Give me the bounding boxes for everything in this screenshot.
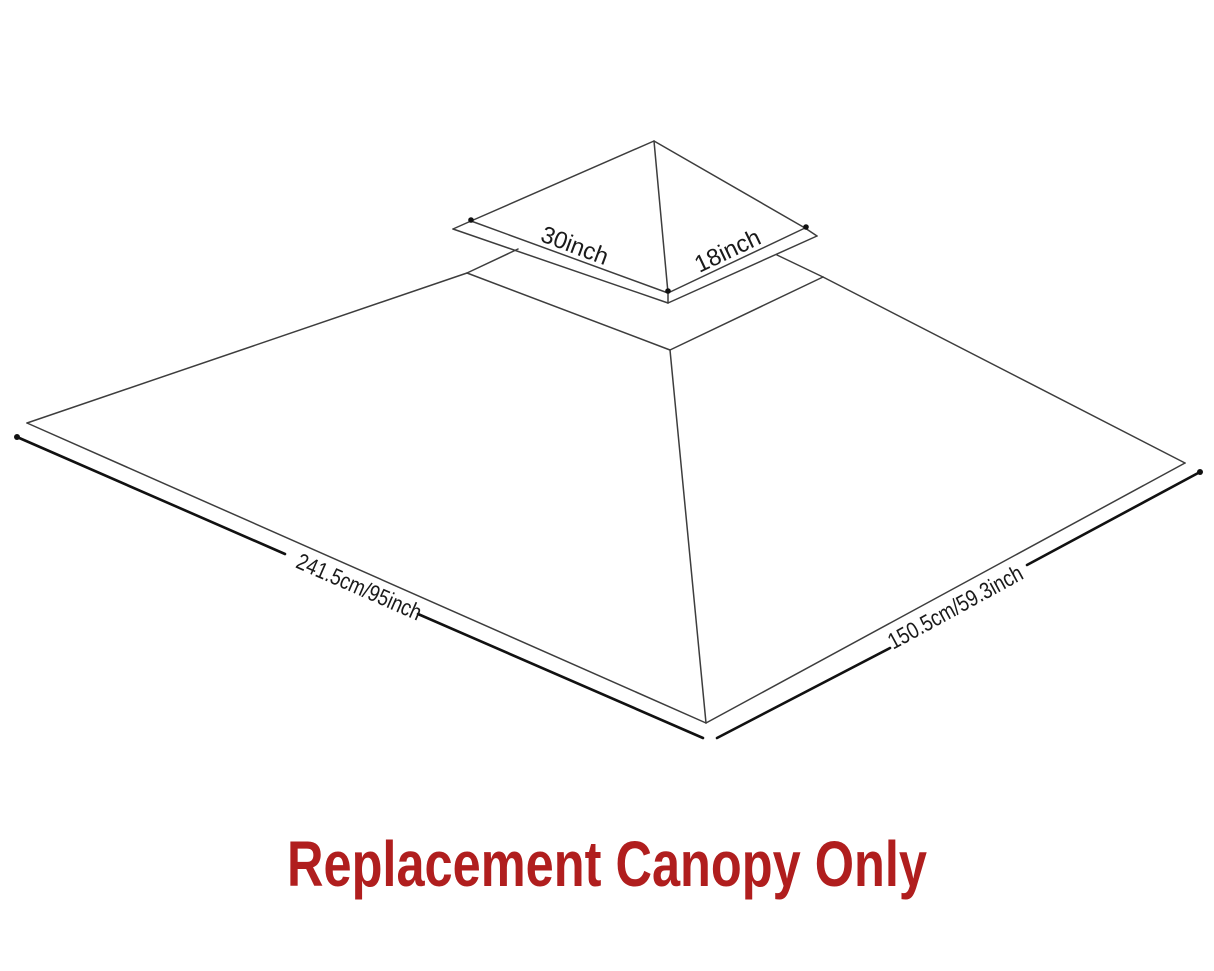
lower-canopy-short-edge-label: 150.5cm/59.3inch (883, 560, 1027, 655)
dimension-end-dot (14, 434, 20, 440)
measure-dot (468, 217, 474, 223)
caption-replacement-canopy-only: Replacement Canopy Only (287, 828, 927, 900)
lower-canopy-long-edge-label: 241.5cm/95inch (293, 548, 426, 625)
dimension-lines (14, 434, 1203, 740)
edge-line (667, 227, 806, 294)
edge-line (470, 140, 655, 222)
edge-line (822, 276, 1186, 464)
vent-edge-line (669, 276, 824, 351)
rim-line (667, 235, 818, 304)
edge-line (470, 220, 669, 294)
lower-canopy-outline (26, 248, 1186, 724)
dimension-line-long-edge (416, 612, 705, 740)
edge-line (705, 462, 1186, 724)
edge-line (653, 140, 806, 229)
edge-line (26, 422, 707, 724)
dimension-line-long-edge (15, 435, 287, 556)
edge-line (26, 272, 468, 424)
measure-dot (665, 288, 671, 294)
vent-edge-line (466, 248, 519, 274)
upper-canopy-edge-label: 30inch (537, 221, 612, 271)
vent-edge-line (776, 254, 824, 278)
rim-line (452, 228, 669, 304)
edge-line (669, 349, 707, 724)
rim-line (452, 220, 472, 230)
edge-line (653, 140, 669, 294)
upper-canopy-side-label: 18inch (690, 224, 765, 278)
upper-canopy-outline (452, 140, 818, 304)
dimension-line-short-edge (1025, 470, 1202, 567)
dimension-line-short-edge (715, 646, 892, 740)
dimension-end-dot (1197, 469, 1203, 475)
vent-edge-line (466, 272, 671, 351)
measure-dot (803, 224, 809, 230)
